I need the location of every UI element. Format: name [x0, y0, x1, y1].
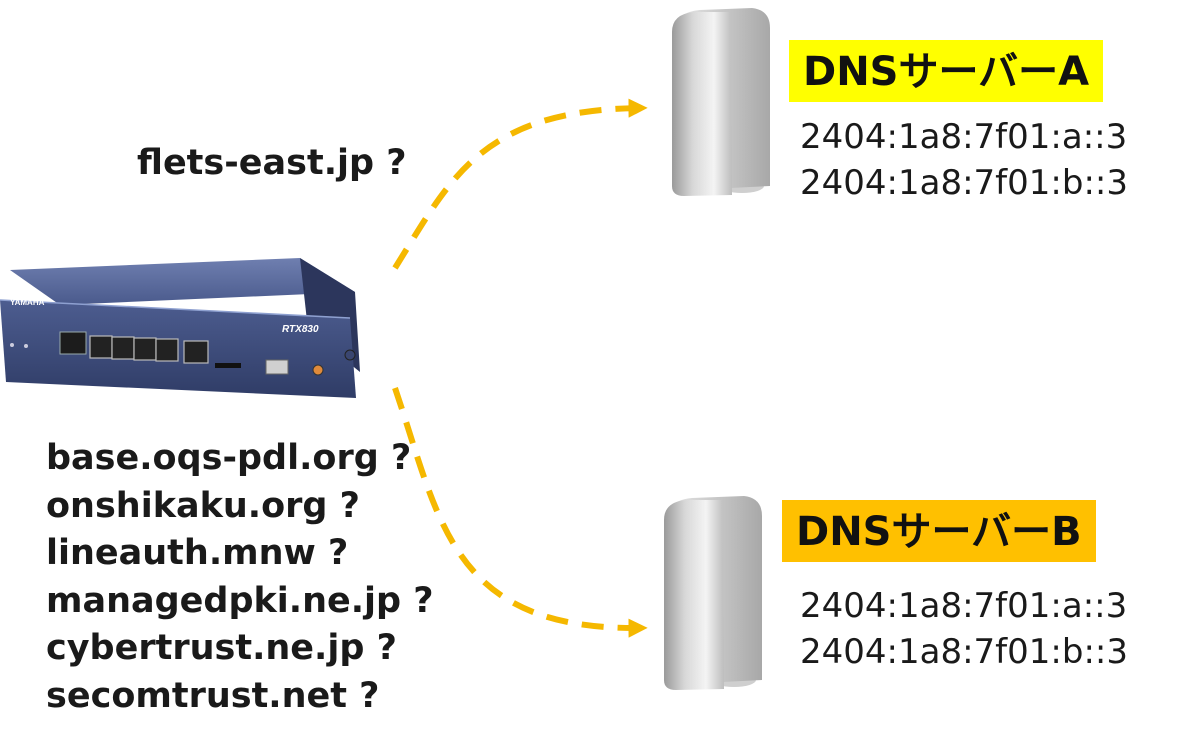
wan-port [183, 340, 209, 364]
server-b-address: 2404:1a8:7f01:a::3 [800, 586, 1128, 626]
lan-ports [89, 335, 179, 362]
server-a-address: 2404:1a8:7f01:b::3 [800, 163, 1128, 203]
router-device: YAMAHA RTX830 [0, 258, 360, 398]
router-model-label: RTX830 [282, 324, 319, 335]
mount-screw [344, 349, 356, 361]
server-a-addresses: 2404:1a8:7f01:a::3 2404:1a8:7f01:b::3 [800, 114, 1128, 206]
router-brand-label: YAMAHA [10, 298, 45, 307]
query-item: base.oqs-pdl.org ? [46, 438, 412, 478]
download-button [312, 364, 324, 376]
server-b-icon [664, 496, 762, 690]
server-a-label: DNSサーバーA [789, 40, 1104, 102]
query-item: lineauth.mnw ? [46, 533, 349, 573]
query-item: secomtrust.net ? [46, 675, 380, 716]
server-b-address: 2404:1a8:7f01:b::3 [800, 632, 1128, 672]
server-a-icon [672, 8, 770, 196]
arrow-to-server-b [392, 387, 648, 638]
console-port [59, 331, 87, 355]
status-led [24, 344, 28, 348]
query-server-a: flets-east.jp ? [137, 143, 407, 183]
server-b-addresses: 2404:1a8:7f01:a::3 2404:1a8:7f01:b::3 [800, 583, 1128, 675]
query-item: onshikaku.org ? [46, 485, 360, 526]
arrow-to-server-a [392, 98, 648, 270]
server-b-label: DNSサーバーB [782, 500, 1096, 562]
usb-port [265, 359, 289, 375]
server-a-address: 2404:1a8:7f01:a::3 [800, 117, 1128, 157]
query-list-server-b: base.oqs-pdl.org ? onshikaku.org ? linea… [46, 438, 434, 723]
power-led [10, 343, 14, 347]
microsd-slot [215, 363, 241, 368]
query-item: managedpki.ne.jp ? [46, 580, 434, 621]
query-item: cybertrust.ne.jp ? [46, 628, 397, 668]
